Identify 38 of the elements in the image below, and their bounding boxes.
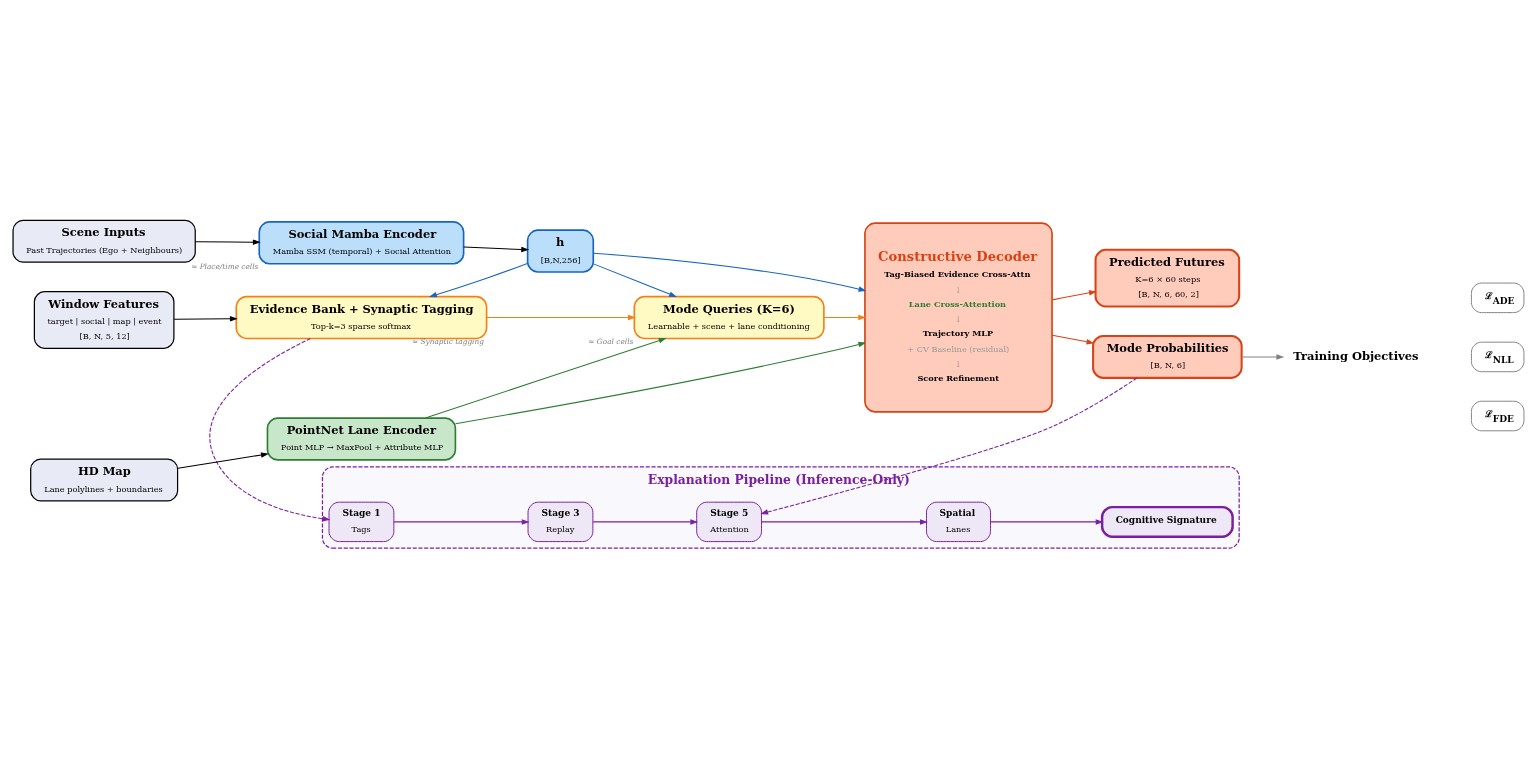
arrow xyxy=(177,452,269,469)
node-box: Window Features target | social | map | event [B, N, 5, 12] xyxy=(33,291,175,349)
node-box: Stage 5 Attention xyxy=(696,501,762,543)
node-box: Mode Queries (K=6) Learnable + scene + lane conditioning xyxy=(633,295,825,340)
arrow xyxy=(990,519,1104,525)
node-box: Constructive Decoder Tag-Biased Evidence Cross-Attn ↓ Lane Cross-Attention ↓ Trajectory MLP + CV Baseline (residual) ↓ Score Refinement xyxy=(864,222,1053,413)
node-box: Stage 1 Tags xyxy=(328,501,395,543)
arrow xyxy=(173,316,238,322)
node-box: Spatial Lanes xyxy=(926,501,991,543)
arrow xyxy=(761,519,928,525)
arrow xyxy=(194,239,261,245)
arrow xyxy=(592,519,699,525)
node-box: PointNet Lane Encoder Point MLP → MaxPool + Attribute MLP xyxy=(266,417,457,461)
arrow xyxy=(592,252,867,292)
node-label: ≈ Place/time cells xyxy=(191,261,259,271)
arrow xyxy=(463,246,530,253)
arrow xyxy=(424,337,667,419)
arrow xyxy=(454,341,867,425)
node-label: ≈ Goal cells xyxy=(588,336,634,346)
node-box: Stage 3 Replay xyxy=(527,501,594,543)
arrow xyxy=(1241,354,1285,360)
arrow xyxy=(1051,334,1095,345)
node-box: Predicted Futures K=6 × 60 steps [B, N, 6, 60, 2] xyxy=(1094,248,1241,308)
arrow xyxy=(393,519,530,525)
node-box: HD Map Lane polylines + boundaries xyxy=(30,458,179,502)
arrow xyxy=(209,338,331,522)
node-box: Mode Probabilities [B, N, 6] xyxy=(1092,334,1243,379)
node-box: Cognitive Signature xyxy=(1100,505,1234,538)
node-box: Social Mamba Encoder Mamba SSM (temporal) + Social Attention xyxy=(258,221,465,265)
arrow xyxy=(486,314,636,321)
arrow xyxy=(1051,290,1097,301)
node-text: Training Objectives xyxy=(1293,348,1419,363)
arrow xyxy=(429,262,528,298)
arrow xyxy=(823,314,867,321)
arrow xyxy=(760,377,1138,515)
node-box: h [B,N,256] xyxy=(526,229,595,273)
node-box: Scene Inputs Past Trajectories (Ego + Neighbours) xyxy=(12,219,196,263)
arrow xyxy=(592,263,677,298)
